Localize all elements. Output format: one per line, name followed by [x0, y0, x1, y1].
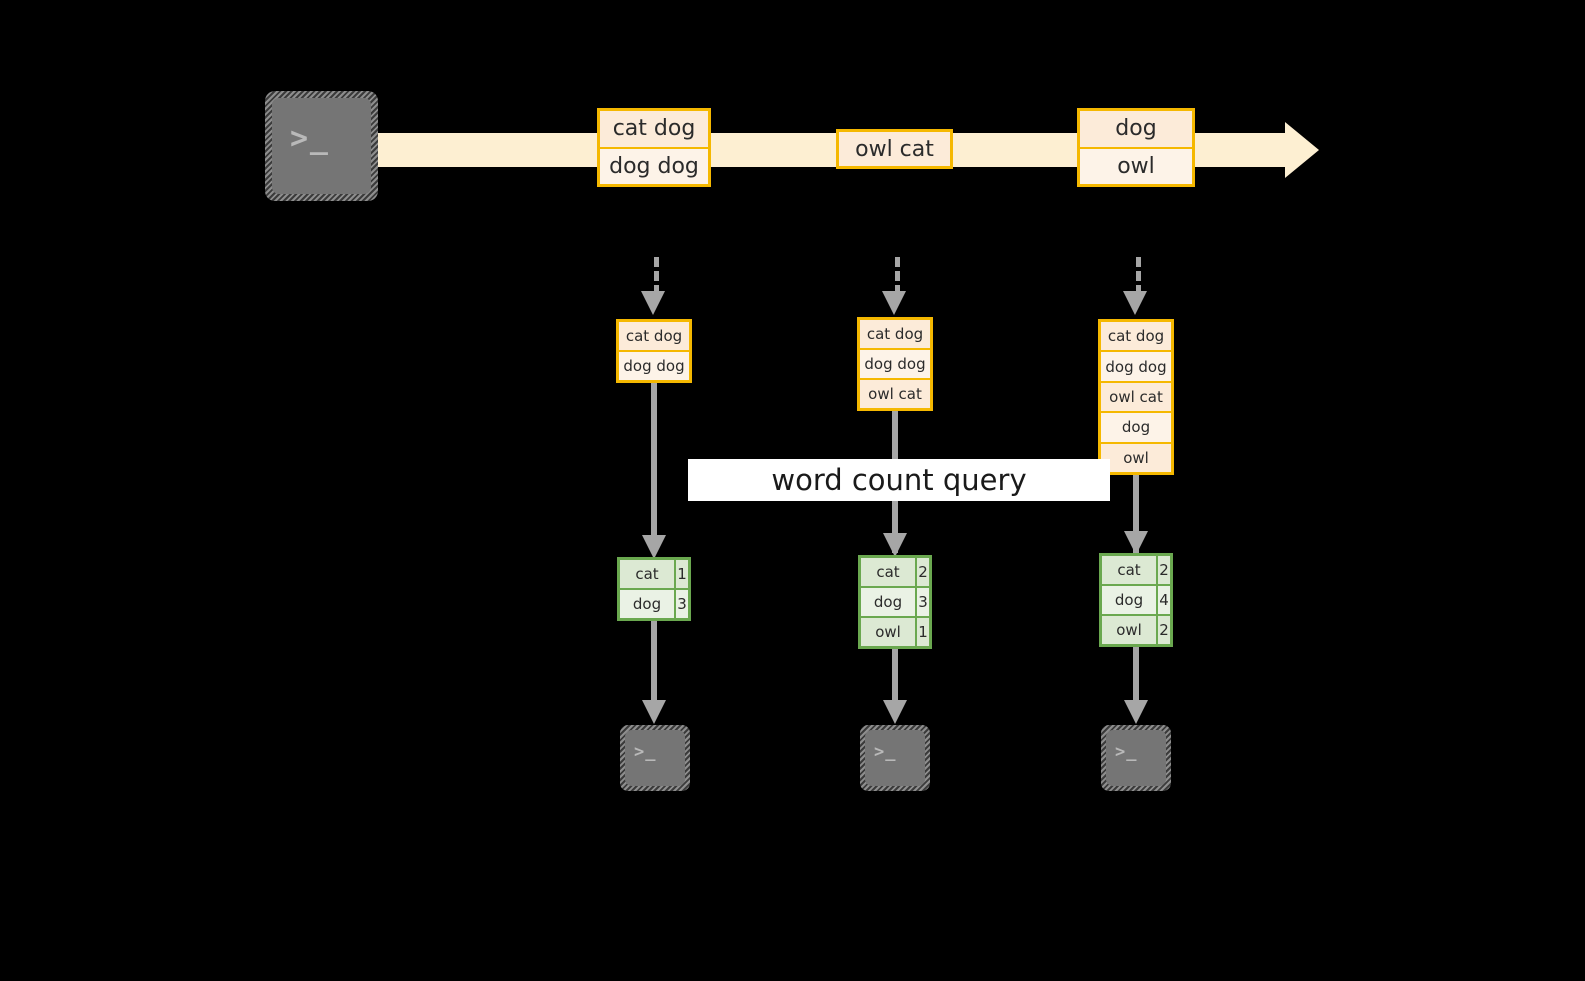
col3-sink-terminal-icon[interactable]: >_ [1101, 725, 1171, 791]
prompt-glyph: >_ [874, 742, 897, 762]
col1-count-value-2: 3 [674, 590, 688, 618]
col2-dashed-arrowhead [882, 291, 906, 315]
table-row: dog 3 [861, 586, 929, 616]
stream-batch-1[interactable]: cat dog dog dog [597, 108, 711, 187]
stream-arrow-head [1285, 122, 1319, 178]
col1-query-arrowhead [642, 535, 666, 559]
col3-count-word-1: cat [1102, 556, 1156, 584]
col3-dashed-arrowhead [1123, 291, 1147, 315]
col3-count-word-2: dog [1102, 586, 1156, 614]
col2-sink-arrowhead [883, 700, 907, 724]
prompt-glyph: >_ [634, 742, 657, 762]
col2-sink-connector [892, 649, 898, 707]
col1-count-value-1: 1 [674, 560, 688, 588]
col3-accumulated-line-1: cat dog [1101, 322, 1171, 351]
table-row: dog 3 [620, 588, 688, 618]
source-terminal-screen: >_ [272, 98, 371, 194]
col3-accumulated-line-4: dog [1101, 411, 1171, 442]
col3-accumulated-line-2: dog dog [1101, 350, 1171, 381]
stream-batch-3[interactable]: dog owl [1077, 108, 1195, 187]
col3-sink-arrowhead [1124, 700, 1148, 724]
col1-count-table[interactable]: cat 1 dog 3 [617, 557, 691, 621]
col2-accumulated-line-2: dog dog [860, 348, 930, 378]
col3-sink-connector [1133, 647, 1139, 707]
table-row: cat 2 [1102, 556, 1170, 584]
col3-count-value-2: 4 [1156, 586, 1170, 614]
col2-query-arrowhead [883, 533, 907, 557]
col3-accumulated-box[interactable]: cat dog dog dog owl cat dog owl [1098, 319, 1174, 475]
col3-query-connector [1133, 475, 1139, 553]
col1-sink-connector [651, 621, 657, 707]
col2-count-word-3: owl [861, 618, 915, 646]
col2-count-word-2: dog [861, 588, 915, 616]
col2-count-value-2: 3 [915, 588, 929, 616]
col3-sink-terminal-screen: >_ [1106, 730, 1166, 786]
table-row: cat 1 [620, 560, 688, 588]
col1-accumulated-line-2: dog dog [619, 350, 689, 380]
table-row: owl 1 [861, 616, 929, 646]
col2-sink-terminal-icon[interactable]: >_ [860, 725, 930, 791]
stream-batch-2[interactable]: owl cat [836, 129, 953, 169]
col2-sink-terminal-screen: >_ [865, 730, 925, 786]
col2-accumulated-line-3: owl cat [860, 378, 930, 408]
col1-count-word-2: dog [620, 590, 674, 618]
prompt-glyph: >_ [1115, 742, 1138, 762]
col2-accumulated-line-1: cat dog [860, 320, 930, 348]
col3-accumulated-line-3: owl cat [1101, 380, 1171, 412]
table-row: dog 4 [1102, 584, 1170, 614]
col1-count-word-1: cat [620, 560, 674, 588]
col1-sink-terminal-icon[interactable]: >_ [620, 725, 690, 791]
col2-count-word-1: cat [861, 558, 915, 586]
col1-dashed-connector [654, 257, 659, 295]
table-row: owl 2 [1102, 614, 1170, 644]
stream-batch-2-line-1: owl cat [839, 132, 950, 166]
col2-accumulated-box[interactable]: cat dog dog dog owl cat [857, 317, 933, 411]
col1-sink-terminal-screen: >_ [625, 730, 685, 786]
col2-count-value-3: 1 [915, 618, 929, 646]
col2-dashed-connector [895, 257, 900, 295]
source-terminal-icon[interactable]: >_ [265, 91, 378, 201]
stream-batch-1-line-1: cat dog [600, 111, 708, 147]
col2-count-table[interactable]: cat 2 dog 3 owl 1 [858, 555, 932, 649]
col1-accumulated-line-1: cat dog [619, 322, 689, 350]
col3-accumulated-line-5: owl [1101, 441, 1171, 473]
col3-dashed-connector [1136, 257, 1141, 295]
col3-query-arrowhead [1124, 531, 1148, 555]
stream-batch-1-line-2: dog dog [600, 146, 708, 184]
col3-count-value-1: 2 [1156, 556, 1170, 584]
col1-dashed-arrowhead [641, 291, 665, 315]
col1-accumulated-box[interactable]: cat dog dog dog [616, 319, 692, 383]
col3-count-table[interactable]: cat 2 dog 4 owl 2 [1099, 553, 1173, 647]
stream-batch-3-line-2: owl [1080, 146, 1192, 184]
table-row: cat 2 [861, 558, 929, 586]
col3-count-word-3: owl [1102, 616, 1156, 644]
col2-count-value-1: 2 [915, 558, 929, 586]
col3-count-value-3: 2 [1156, 616, 1170, 644]
col1-sink-arrowhead [642, 700, 666, 724]
query-label: word count query [688, 459, 1110, 501]
col1-query-connector [651, 383, 657, 553]
prompt-glyph: >_ [290, 121, 330, 156]
stream-batch-3-line-1: dog [1080, 111, 1192, 147]
